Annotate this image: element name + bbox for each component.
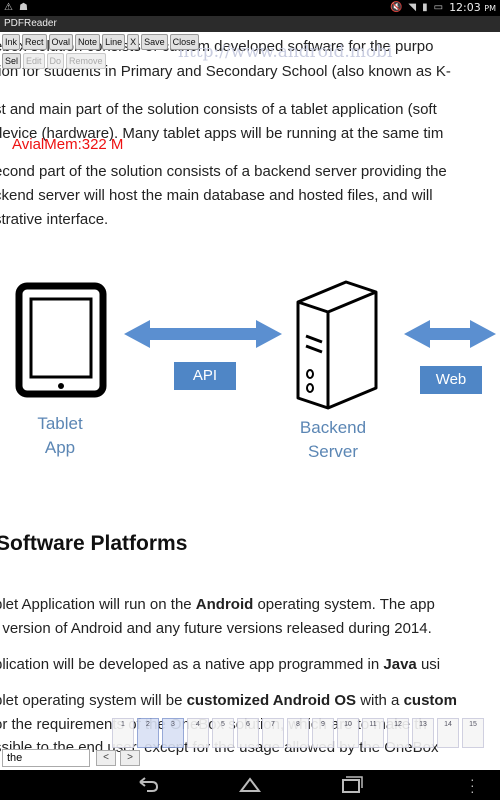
select-button[interactable]: Sel	[2, 53, 22, 69]
doc-line: blet operating system will be customized…	[0, 692, 457, 709]
close-button[interactable]: Close	[169, 34, 199, 50]
battery-icon: ▭	[433, 1, 444, 13]
doc-line: st and main part of the solution consist…	[0, 101, 437, 118]
tablet-device-icon	[15, 282, 107, 398]
architecture-diagram	[15, 280, 496, 410]
warning-icon: ⚠	[4, 2, 13, 13]
page-thumbnail[interactable]: 11	[362, 718, 384, 748]
search-bar: < >	[0, 748, 500, 770]
backend-server-label: Backend Server	[288, 416, 378, 464]
toolbar-row-primary: Ink Rect Oval Note Line X Save Close	[2, 34, 199, 50]
search-input[interactable]	[2, 749, 90, 767]
notification-icons: ⚠ ☗	[4, 2, 28, 14]
server-label-line: Server	[307, 442, 359, 461]
app-title-bar: PDFReader	[0, 16, 500, 32]
wifi-icon: ◥	[408, 1, 417, 13]
signal-icon: ▮	[422, 1, 428, 13]
home-icon[interactable]	[238, 776, 262, 794]
page-thumbnail[interactable]: 9	[312, 718, 334, 748]
annotation-toolbar: Ink Rect Oval Note Line X Save Close Sel…	[2, 34, 199, 72]
ink-button[interactable]: Ink	[2, 34, 21, 50]
app-title: PDFReader	[4, 18, 57, 29]
api-arrow-icon	[124, 320, 282, 348]
back-icon[interactable]	[136, 776, 160, 794]
rect-button[interactable]: Rect	[22, 34, 47, 50]
x-button[interactable]: X	[127, 34, 140, 50]
page-thumbnail[interactable]: 14	[437, 718, 459, 748]
page-thumbnails: 1 2 3 4 5 6 7 8 9 10 11 12 13 14 15	[112, 718, 484, 748]
android-icon: ☗	[18, 2, 28, 13]
page-thumbnail[interactable]: 12	[387, 718, 409, 748]
page-thumbnail[interactable]: 13	[412, 718, 434, 748]
save-button[interactable]: Save	[141, 34, 168, 50]
section-heading: Software Platforms	[0, 532, 188, 555]
page-thumbnail[interactable]: 4	[187, 718, 209, 748]
page-thumbnail[interactable]: 5	[212, 718, 234, 748]
page-thumbnail[interactable]: 6	[237, 718, 259, 748]
clock: 12:03 PM	[449, 1, 496, 14]
mute-icon: 🔇	[389, 1, 403, 13]
tablet-label-line: Tablet	[37, 414, 83, 433]
doc-line: device (hardware). Many tablet apps will…	[0, 125, 444, 142]
doc-line: tion for students in Primary and Seconda…	[0, 63, 451, 80]
page-thumbnail[interactable]: 7	[262, 718, 284, 748]
edit-button[interactable]: Edit	[23, 53, 45, 69]
doc-line: econd part of the solution consists of a…	[0, 163, 447, 180]
recent-apps-icon[interactable]	[340, 776, 364, 794]
web-arrow-icon	[404, 320, 496, 348]
oval-button[interactable]: Oval	[48, 34, 74, 50]
doc-line: plication will be developed as a native …	[0, 656, 441, 673]
note-button[interactable]: Note	[75, 34, 101, 50]
page-thumbnail[interactable]: 3	[162, 718, 184, 748]
tablet-app-label: Tablet App	[20, 412, 100, 460]
status-bar: ⚠ ☗ 🔇 ◥ ▮ ▭ 12:03 PM	[0, 0, 500, 16]
system-icons: 🔇 ◥ ▮ ▭ 12:03 PM	[390, 1, 496, 14]
search-next-button[interactable]: >	[120, 750, 140, 766]
server-icon	[296, 280, 378, 410]
remove-button[interactable]: Remove	[66, 53, 106, 69]
line-button[interactable]: Line	[102, 34, 126, 50]
doc-line: ckend server will host the main database…	[0, 187, 433, 204]
memory-indicator: AvialMem:322 M	[12, 136, 124, 153]
web-label: Web	[420, 366, 482, 394]
doc-line: blet Application will run on the Android…	[0, 596, 435, 613]
search-prev-button[interactable]: <	[96, 750, 116, 766]
backend-label-line: Backend	[299, 418, 367, 437]
app-label-line: App	[44, 438, 76, 457]
doc-line: t version of Android and any future vers…	[0, 620, 432, 637]
watermark-url: http://www.android.mobi	[178, 42, 393, 62]
page-thumbnail[interactable]: 10	[337, 718, 359, 748]
page-thumbnail[interactable]: 2	[137, 718, 159, 748]
api-label: API	[174, 362, 236, 390]
pdf-page[interactable]: ebox solution consists of custom develop…	[0, 32, 500, 777]
page-thumbnail[interactable]: 15	[462, 718, 484, 748]
system-nav-bar: ···	[0, 770, 500, 800]
overflow-menu-icon[interactable]: ···	[470, 771, 475, 799]
page-thumbnail[interactable]: 8	[287, 718, 309, 748]
page-thumbnail[interactable]: 1	[112, 718, 134, 748]
doc-line: strative interface.	[0, 211, 109, 228]
do-button[interactable]: Do	[46, 53, 65, 69]
toolbar-row-secondary: Sel Edit Do Remove	[2, 53, 199, 69]
